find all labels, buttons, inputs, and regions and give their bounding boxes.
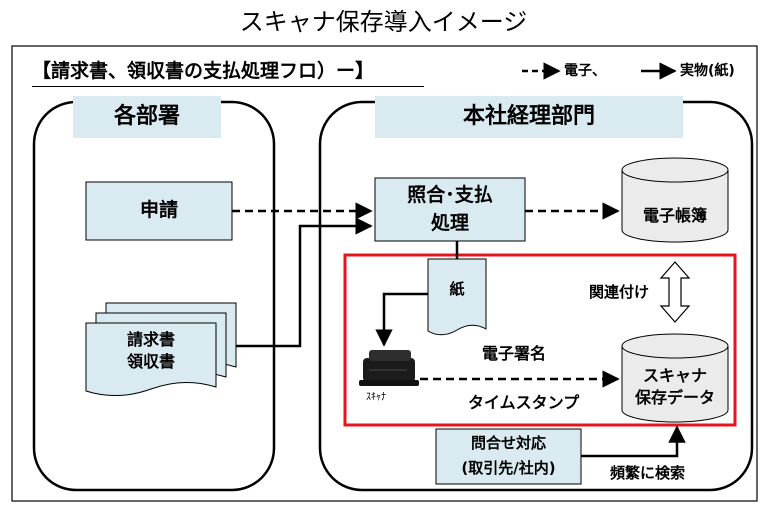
verify-payment-box xyxy=(374,177,526,242)
paper-label: 紙 xyxy=(449,280,465,298)
invoice-document-stack xyxy=(85,302,237,397)
section-label: 【請求書、領収書の支払処理フロ）ー】 xyxy=(32,60,375,82)
inquiry-label-line2: (取引先/社内) xyxy=(461,459,556,477)
verify-label-line1: 照合･支払 xyxy=(407,184,493,206)
application-box xyxy=(85,181,233,241)
legend-electronic-label: 電子、 xyxy=(564,63,606,79)
header-box-right xyxy=(375,96,683,138)
outer-frame xyxy=(11,45,758,502)
right-department-header: 本社経理部門 xyxy=(462,104,595,129)
e-signature-label: 電子署名 xyxy=(482,344,547,363)
linkage-label: 関連付け xyxy=(589,283,650,301)
inquiry-box xyxy=(435,428,582,485)
linkage-double-arrow xyxy=(659,261,691,323)
scanner-storage-cylinder xyxy=(621,333,729,423)
inquiry-label-line1: 問合せ対応 xyxy=(470,434,546,452)
electronic-ledger-cylinder xyxy=(621,157,729,243)
scan-data-label-line2: 保存データ xyxy=(634,388,715,407)
diagram-title: スキャナ保存導入イメージ xyxy=(239,8,528,36)
invoice-label-line1: 請求書 xyxy=(126,330,175,349)
timestamp-label: タイムスタンプ xyxy=(468,393,580,412)
verify-label-line2: 処理 xyxy=(430,212,469,234)
scanner-caption: ｽｷｬﾅ xyxy=(366,392,386,403)
arrow-paper-to-scanner xyxy=(375,292,428,347)
scan-data-label-line1: スキャナ xyxy=(642,366,707,385)
paper-document xyxy=(427,258,487,336)
invoice-label-line2: 領収書 xyxy=(126,352,175,371)
department-container-left xyxy=(32,100,276,492)
arrow-inquiry-to-storage xyxy=(581,425,686,458)
legend-physical-label: 実物(紙) xyxy=(680,63,735,79)
section-label-underline xyxy=(32,86,424,87)
application-label: 申請 xyxy=(139,199,178,221)
scanner-device xyxy=(359,350,419,386)
scanner-storage-highlight xyxy=(343,253,737,427)
frequent-search-label: 頻繁に検索 xyxy=(610,464,686,482)
arrow-invoice-to-verify xyxy=(236,217,373,348)
header-box-left xyxy=(73,96,221,138)
ledger-label: 電子帳簿 xyxy=(642,206,707,225)
left-department-header: 各部署 xyxy=(113,104,180,129)
